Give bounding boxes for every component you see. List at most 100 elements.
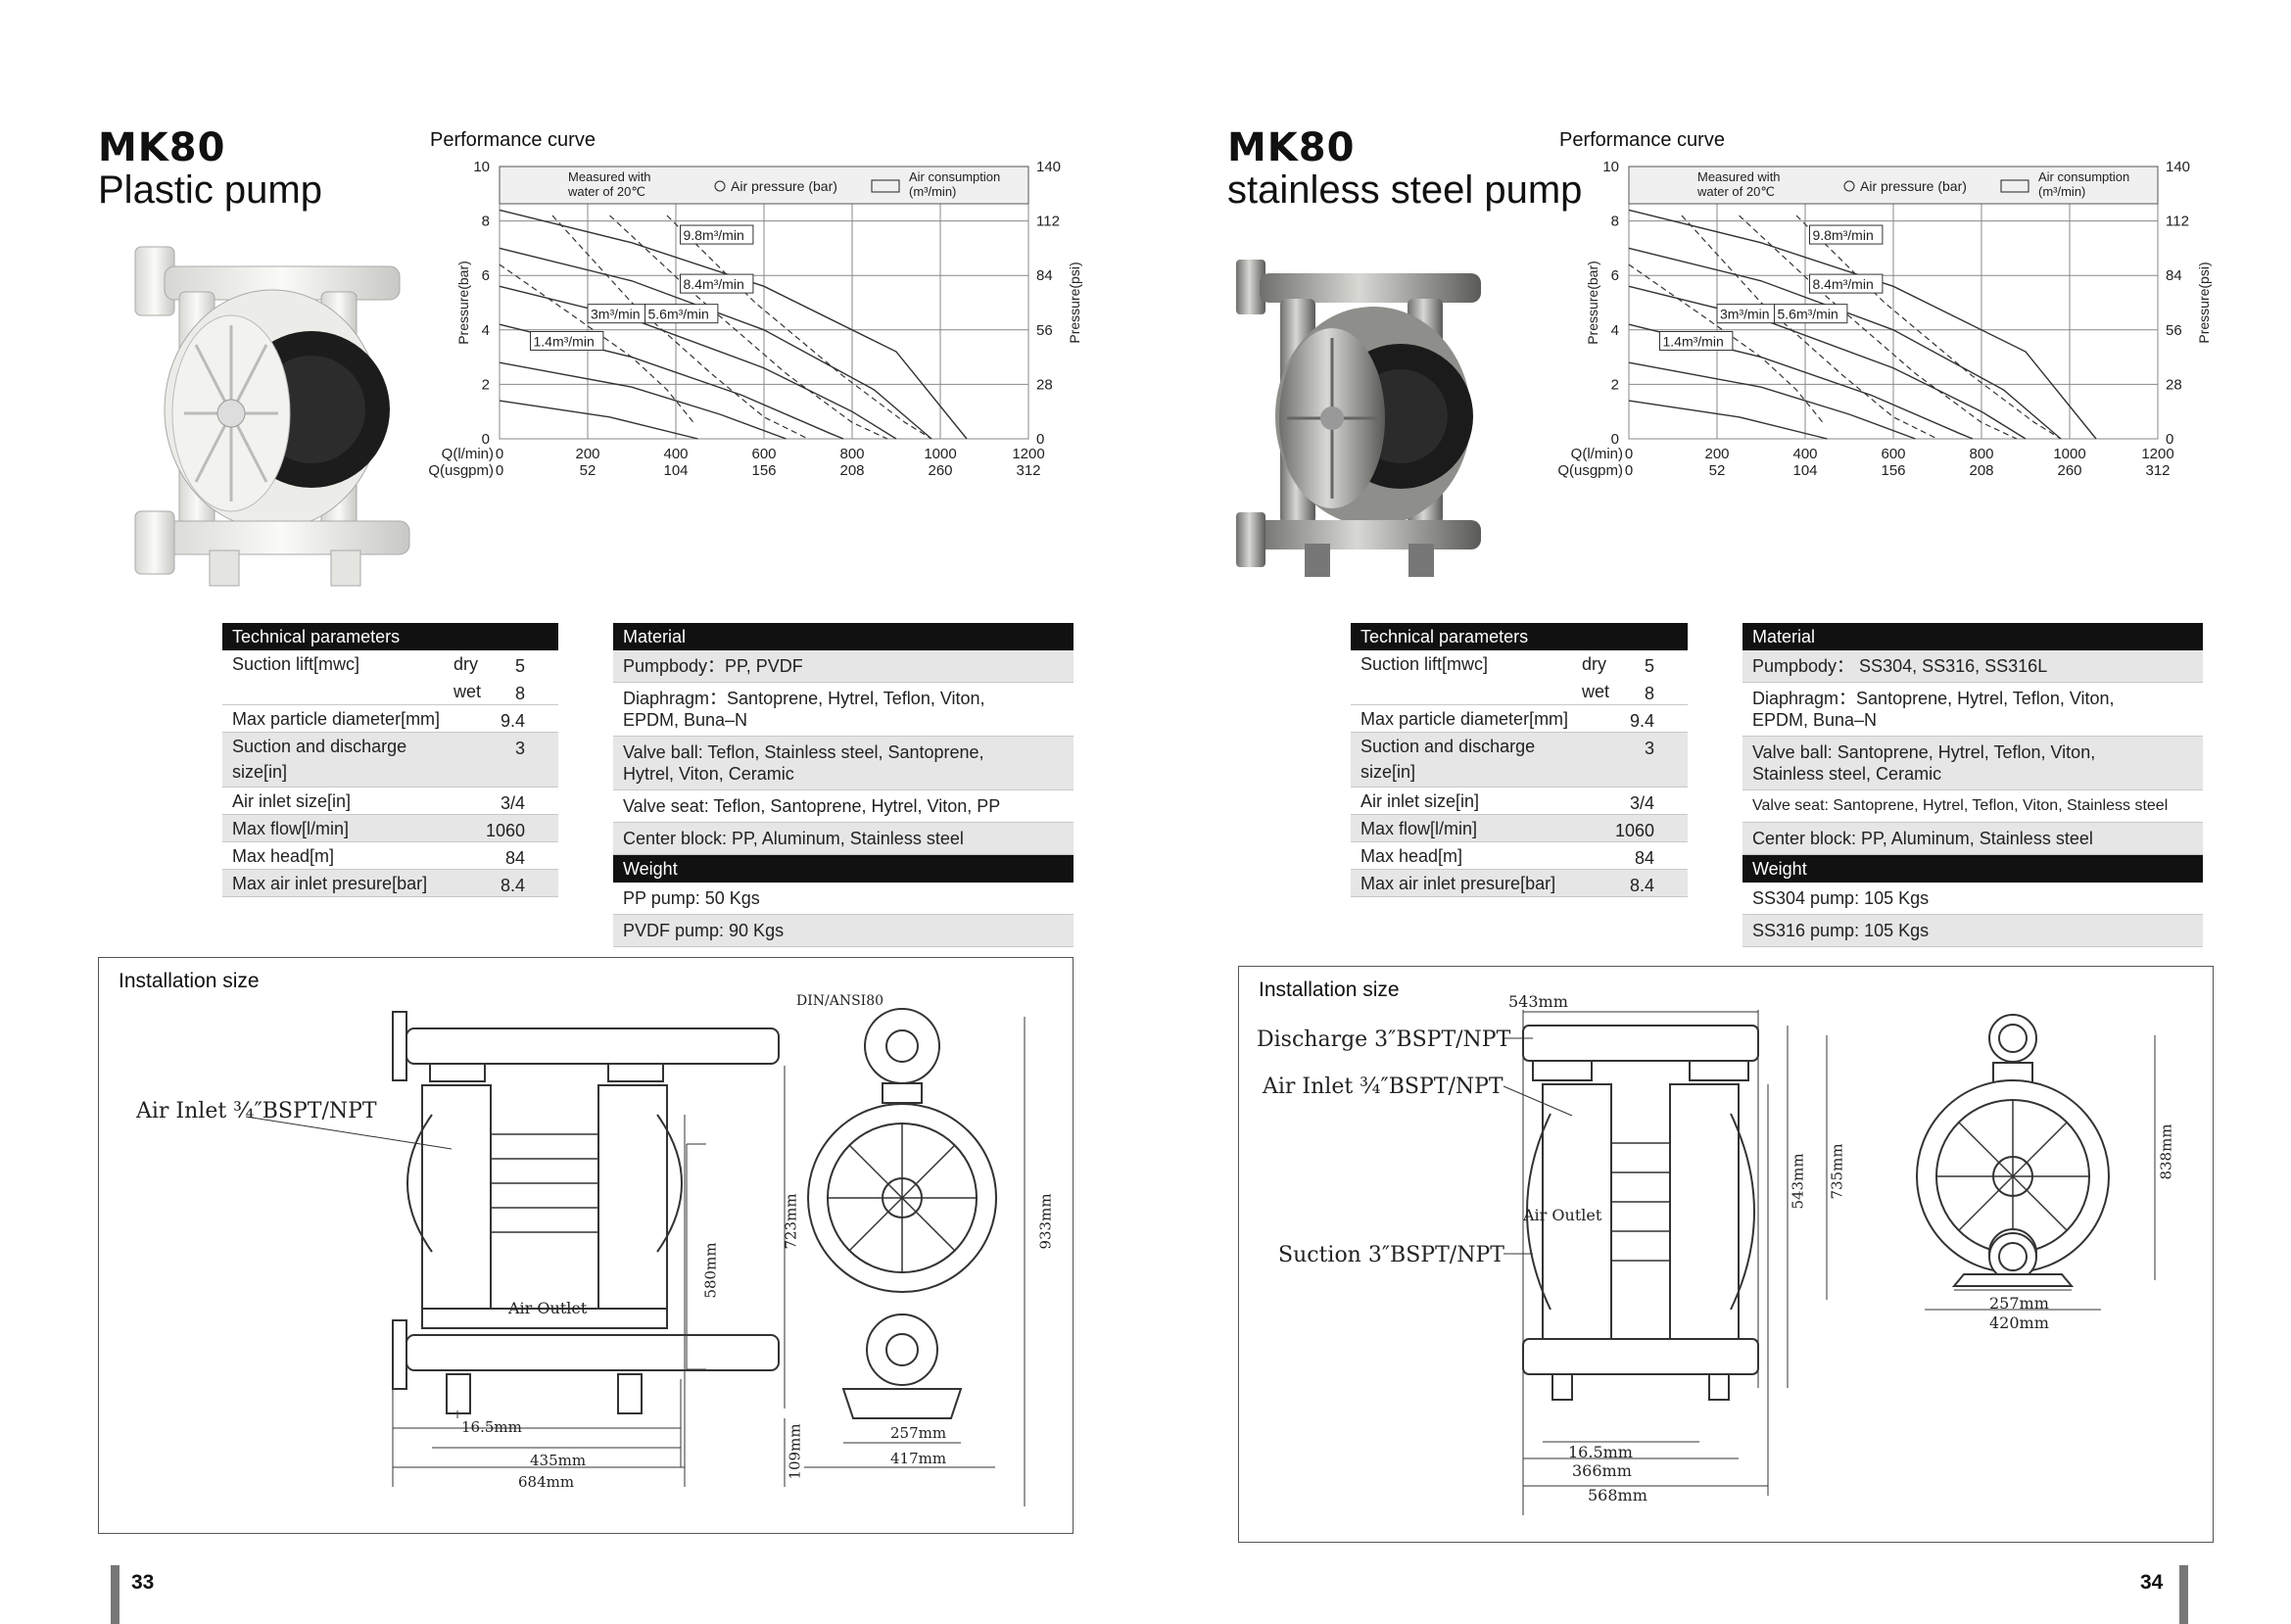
list-item: Center block: PP, Aluminum, Stainless st… [1742,823,2203,855]
x-axis-title: Q(l/min) [1571,446,1623,462]
y-tick-label: 6 [482,267,490,284]
param-sublabel: wet [453,682,482,701]
x-tick-label: 1200 [2141,446,2173,462]
y2-axis-title: Pressure(psi) [2196,262,2212,343]
param-value: 3 [514,739,525,758]
legend-text: (m³/min) [2038,184,2085,199]
performance-title: Performance curve [430,129,596,151]
consumption-label: 1.4m³/min [534,333,595,349]
list-item: Valve ball: Teflon, Stainless steel, San… [613,737,1074,790]
installation-drawing [1503,1010,2156,1515]
dimension-label: 420mm [1989,1314,2049,1332]
param-value: 9.4 [1629,711,1654,731]
legend-text: Air consumption [2038,169,2129,184]
param-value: 3/4 [500,793,525,813]
material-header: Material [613,623,1074,650]
x2-tick-label: 208 [839,462,864,479]
dimension-label: 16.5mm [1568,1443,1633,1461]
param-label: Suction and discharge [232,737,407,756]
flange-label: DIN/ANSI80 [796,993,884,1009]
material-line: Diaphragm：Santoprene, Hytrel, Teflon, Vi… [623,689,985,708]
pressure-curve [499,209,968,440]
consumption-label: 8.4m³/min [1813,276,1874,292]
dimension-label: 723mm [782,1193,800,1250]
x2-tick-label: 104 [663,462,688,479]
param-label: Suction and discharge [1360,737,1536,756]
consumption-label: 9.8m³/min [1813,227,1874,243]
legend-circle-icon [714,180,726,192]
y2-tick-label: 28 [2166,376,2182,393]
x-tick-label: 200 [575,446,599,462]
table-row: Suction lift[mwc] dry 5 wet 8 [222,650,558,705]
list-item: Valve seat: Santoprene, Hytrel, Teflon, … [1742,790,2203,823]
y2-tick-label: 0 [1036,431,1044,448]
y-tick-label: 10 [1602,159,1619,175]
y2-tick-label: 0 [2166,431,2173,448]
param-value: 84 [1634,848,1654,868]
table-row: Max head[m] 84 [1351,842,1688,870]
param-label: Suction lift[mwc] [1360,654,1489,674]
param-sublabel: wet [1582,682,1610,701]
weight-header: Weight [613,855,1074,883]
material-line: Diaphragm：Santoprene, Hytrel, Teflon, Vi… [1752,689,2115,708]
y-tick-label: 8 [1611,214,1619,230]
material-line: Hytrel, Viton, Ceramic [623,764,794,784]
x-tick-label: 0 [496,446,503,462]
param-value: 8 [1644,684,1654,703]
y-tick-label: 6 [1611,267,1619,284]
table-row: Max head[m] 84 [222,842,558,870]
param-label: Max head[m] [1360,846,1463,866]
consumption-curve [551,215,809,440]
table-row: Air inlet size[in] 3/4 [1351,788,1688,815]
consumption-curve [499,263,694,423]
pressure-curve [1628,209,2097,440]
consumption-label: 3m³/min [1720,307,1770,322]
stainless-pump-photo [1236,260,1481,577]
page-bar [2179,1565,2188,1624]
dimension-label: 838mm [2157,1123,2175,1180]
technical-parameters-table: Technical parameters Suction lift[mwc] d… [222,623,558,897]
material-line: Stainless steel, Ceramic [1752,764,1942,784]
x2-axis-title: Q(usgpm) [1557,462,1623,479]
param-label: Max particle diameter[mm] [232,709,441,729]
consumption-curve [609,215,888,440]
param-label: Max air inlet presure[bar] [232,874,428,893]
y-tick-label: 2 [482,376,490,393]
legend-text: water of 20℃ [567,184,645,199]
list-item: PVDF pump: 90 Kgs [613,915,1074,947]
y-axis-title: Pressure(bar) [455,261,471,345]
x2-tick-label: 156 [751,462,776,479]
x2-tick-label: 208 [1969,462,1993,479]
y-axis-title: Pressure(bar) [1585,261,1600,345]
suction-label: Suction 3″BSPT/NPT [1278,1243,1504,1267]
x2-tick-label: 260 [928,462,952,479]
weight-header: Weight [1742,855,2203,883]
table-row: Max flow[l/min] 1060 [222,815,558,842]
x2-tick-label: 312 [1016,462,1040,479]
consumption-label: 5.6m³/min [648,307,709,322]
y2-tick-label: 112 [1036,214,1060,230]
installation-size-panel: Installation size [1238,966,2214,1543]
param-label: Max head[m] [232,846,335,866]
x2-tick-label: 312 [2145,462,2170,479]
dimension-label: 109mm [786,1423,804,1480]
page-number: 33 [131,1571,155,1594]
list-item: SS316 pump: 105 Kgs [1742,915,2203,947]
pressure-curve [499,247,932,440]
param-label: Suction lift[mwc] [232,654,360,674]
param-value: 3 [1644,739,1654,758]
x-tick-label: 800 [839,446,864,462]
dimension-label: 543mm [1508,992,1568,1011]
installation-drawing [245,1008,1026,1506]
y2-tick-label: 56 [2166,322,2182,339]
list-item: PP pump: 50 Kgs [613,883,1074,915]
dimension-label: 543mm [1789,1153,1807,1210]
y-tick-label: 8 [482,214,490,230]
page-number: 34 [2140,1571,2164,1594]
dimension-label: 257mm [890,1424,947,1442]
table-row: Suction and discharge size[in] 3 [1351,733,1688,788]
list-item: SS304 pump: 105 Kgs [1742,883,2203,915]
x-tick-label: 1000 [924,446,956,462]
param-value: 9.4 [500,711,525,731]
dimension-label: 684mm [518,1473,575,1491]
